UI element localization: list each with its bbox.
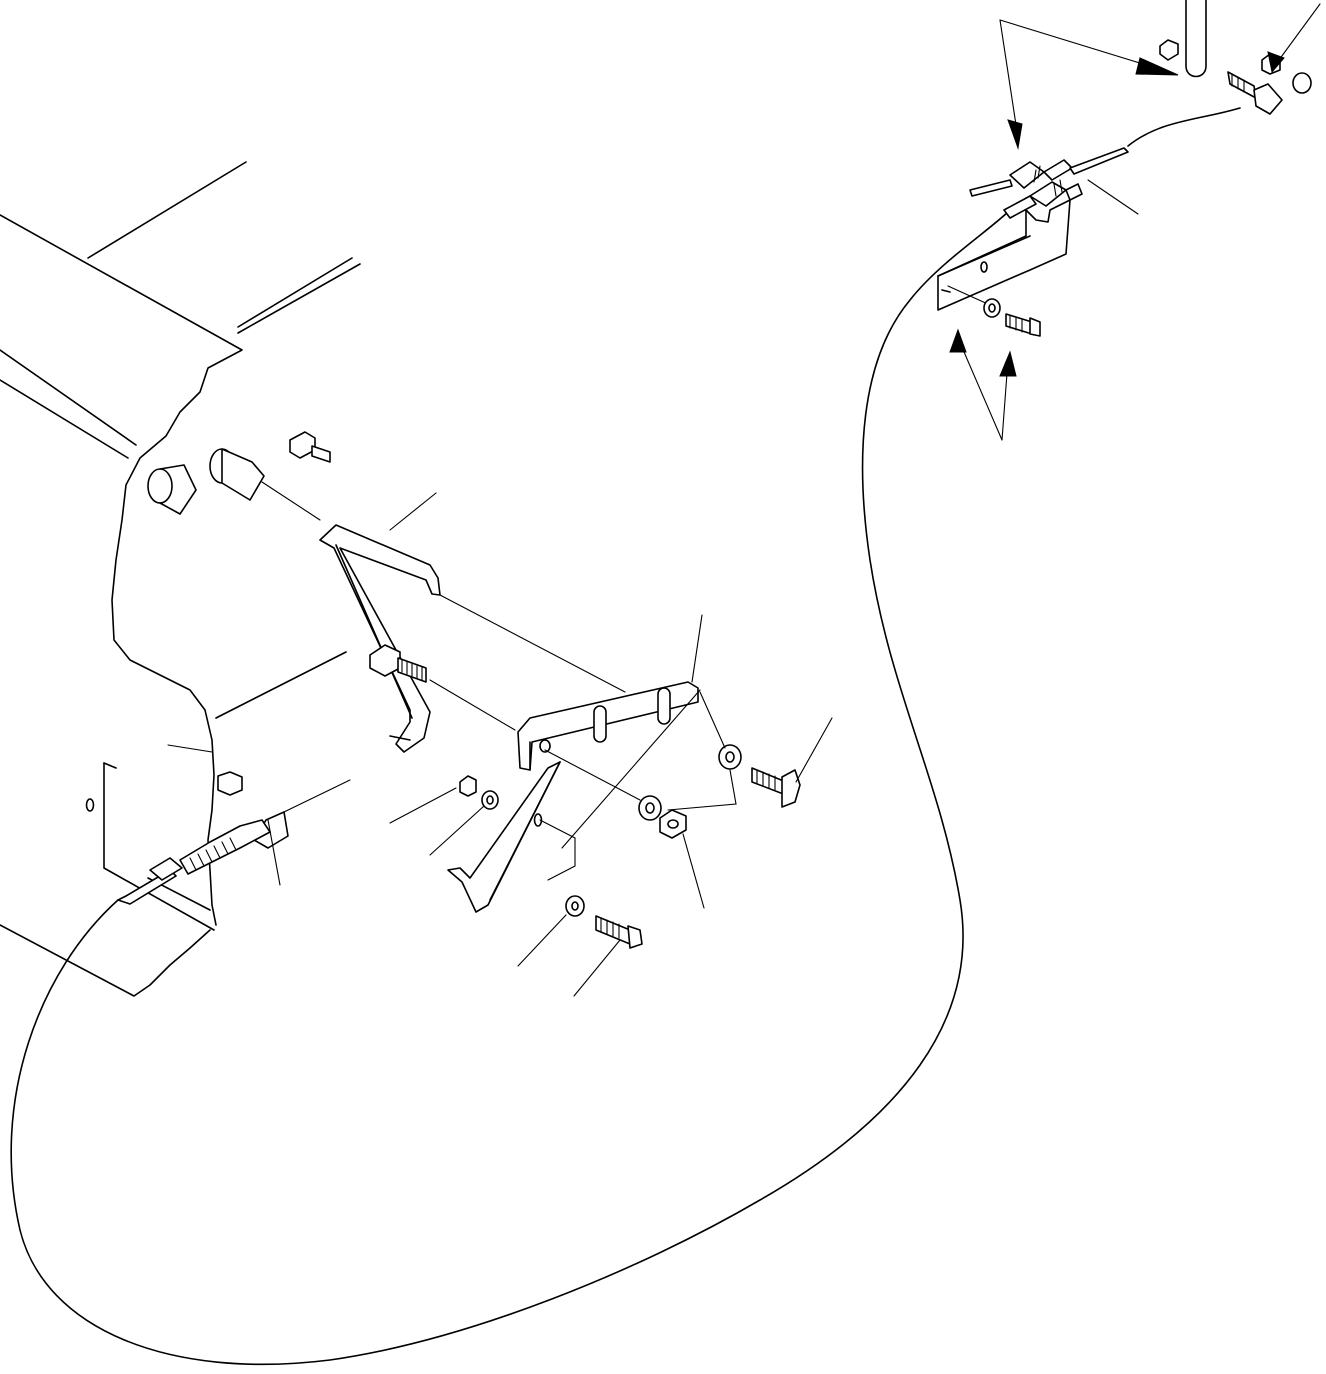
frame-boss	[147, 448, 265, 515]
hardware-plate	[638, 691, 833, 909]
lower-bolt	[517, 895, 643, 997]
leader-bracket	[389, 492, 437, 531]
slotted-plate	[517, 681, 699, 771]
bracket-l	[319, 524, 441, 753]
center-line-1	[261, 481, 321, 521]
center-line-5	[539, 819, 576, 881]
center-line-4	[544, 749, 641, 801]
center-line-3	[429, 679, 516, 731]
cable-end-left	[117, 744, 351, 905]
center-line-2	[439, 594, 626, 693]
bolt-upper	[289, 431, 331, 463]
machine-frame	[0, 161, 361, 997]
control-cable	[10, 209, 1011, 1366]
leader-plate	[691, 614, 703, 683]
link-arm	[447, 761, 561, 913]
bracket-bolt	[369, 644, 427, 683]
hardware-lower-left	[389, 775, 499, 856]
upper-right-assembly	[937, 0, 1312, 337]
center-line-6	[561, 689, 701, 849]
callout-arrows	[949, 3, 1321, 441]
